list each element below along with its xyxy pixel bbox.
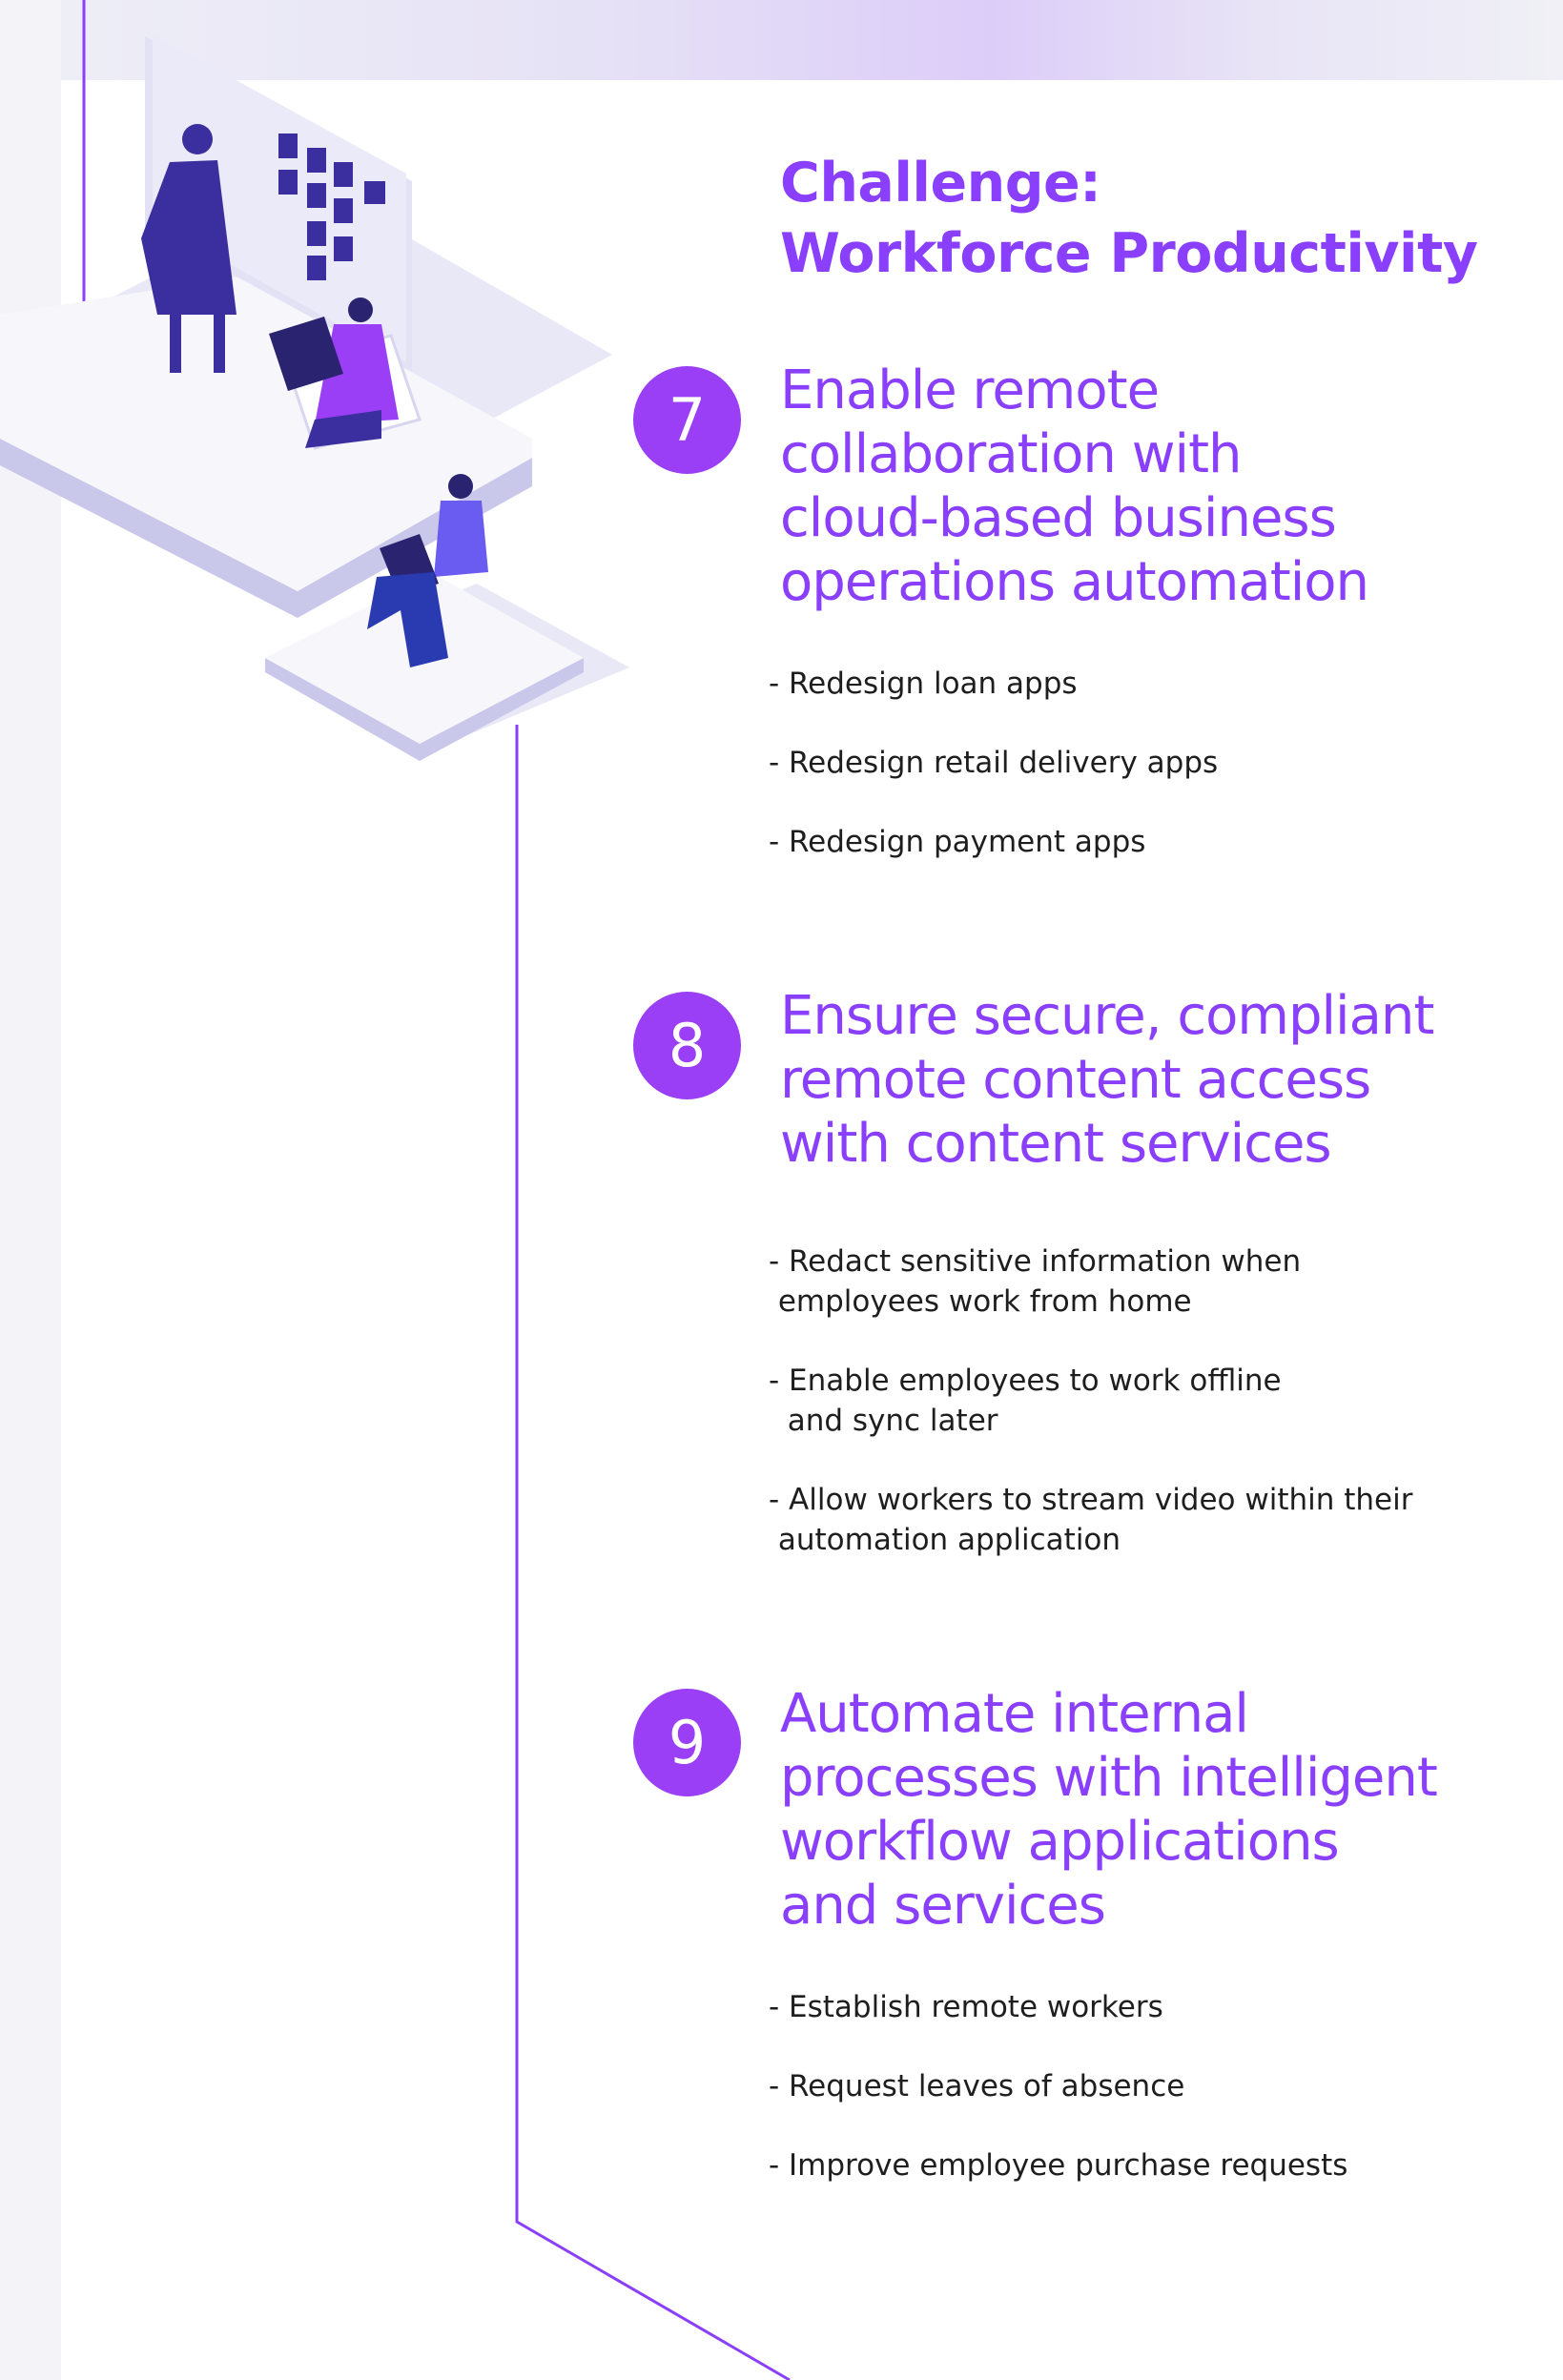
list-item: - Improve employee purchase requests bbox=[769, 2148, 1348, 2183]
section-heading-9: Automate internal processes with intelli… bbox=[780, 1683, 1438, 1937]
section-list-7: - Redesign loan apps - Redesign retail d… bbox=[769, 664, 1218, 862]
office-illustration bbox=[0, 34, 629, 761]
title-line-2: Workforce Productivity bbox=[780, 222, 1478, 285]
top-gradient-band bbox=[61, 0, 1563, 80]
page-title: Challenge: Workforce Productivity bbox=[780, 148, 1478, 289]
list-item: - Enable employees to work offline and s… bbox=[769, 1364, 1282, 1438]
section-heading-7: Enable remote collaboration with cloud-b… bbox=[780, 359, 1369, 613]
step-badge-9: 9 bbox=[633, 1689, 741, 1796]
list-item: - Establish remote workers bbox=[769, 1990, 1163, 2024]
list-item: - Redesign payment apps bbox=[769, 825, 1146, 859]
list-item: - Redact sensitive information when empl… bbox=[769, 1244, 1302, 1319]
timeline-line-main bbox=[515, 725, 791, 2380]
list-item: - Redesign loan apps bbox=[769, 667, 1078, 701]
section-list-8: - Redact sensitive information when empl… bbox=[769, 1241, 1413, 1560]
step-badge-8: 8 bbox=[633, 992, 741, 1099]
title-line-1: Challenge: bbox=[780, 152, 1101, 215]
section-list-9: - Establish remote workers - Request lea… bbox=[769, 1987, 1347, 2185]
section-heading-8: Ensure secure, compliant remote content … bbox=[780, 985, 1434, 1175]
list-item: - Allow workers to stream video within t… bbox=[769, 1483, 1413, 1557]
timeline-line-top bbox=[82, 0, 113, 343]
list-item: - Request leaves of absence bbox=[769, 2069, 1185, 2103]
list-item: - Redesign retail delivery apps bbox=[769, 746, 1219, 780]
step-badge-7: 7 bbox=[633, 366, 741, 474]
